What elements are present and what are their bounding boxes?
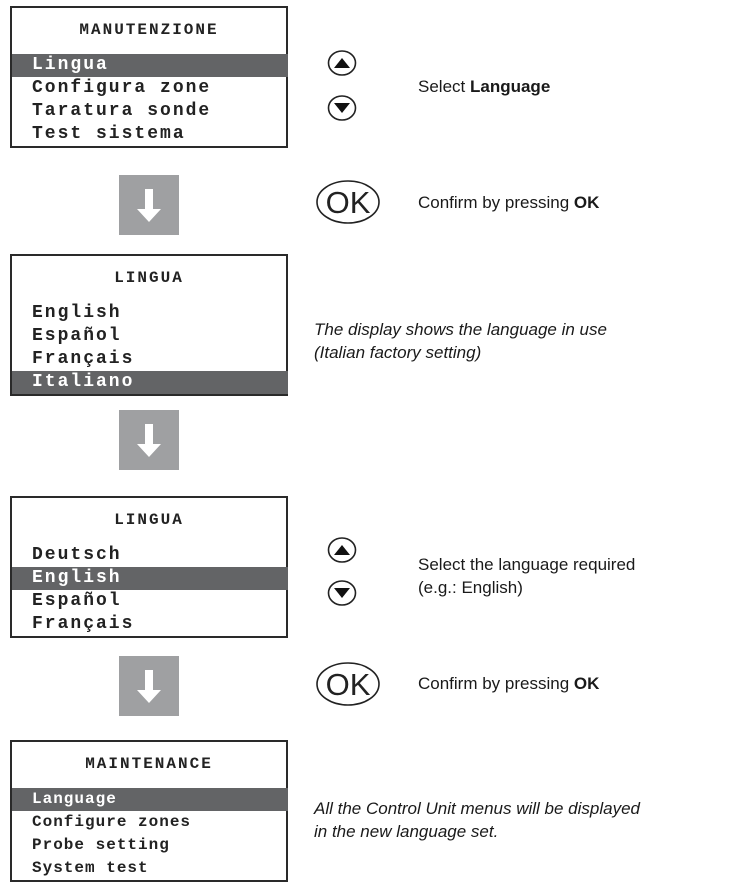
screen-title: LINGUA — [114, 511, 184, 529]
display-screen-lingua-2: LINGUA Deutsch English Español Français — [10, 496, 288, 638]
menu-item-language[interactable]: Language — [12, 788, 288, 811]
menu-item-espanol[interactable]: Español — [32, 326, 122, 346]
menu-item-lingua[interactable]: Lingua — [12, 54, 288, 77]
instruction-confirm-ok-1: Confirm by pressing OK — [418, 193, 600, 212]
screen-title: LINGUA — [114, 269, 184, 287]
screen-title: MAINTENANCE — [85, 755, 213, 773]
down-arrow-icon — [119, 410, 179, 470]
menu-item-english[interactable]: English — [32, 303, 122, 323]
screen-title: MANUTENZIONE — [79, 21, 219, 39]
menu-item-italiano[interactable]: Italiano — [12, 371, 288, 394]
display-screen-lingua-1: LINGUA English Español Français Italiano — [10, 254, 288, 396]
ok-button-label: OK — [326, 667, 371, 702]
menu-item-configure-zones[interactable]: Configure zones — [32, 813, 192, 831]
menu-item-deutsch[interactable]: Deutsch — [32, 545, 122, 565]
note-language-in-use: The display shows the language in use (I… — [314, 320, 607, 362]
down-arrow-button-icon[interactable] — [327, 578, 357, 608]
menu-item-francais[interactable]: Français — [32, 614, 135, 634]
menu-item-system-test[interactable]: System test — [32, 859, 149, 877]
up-arrow-button-icon[interactable] — [327, 48, 357, 78]
instruction-select-required-language: Select the language required (e.g.: Engl… — [418, 555, 636, 597]
menu-item-probe-setting[interactable]: Probe setting — [32, 836, 170, 854]
up-arrow-button-icon[interactable] — [327, 535, 357, 565]
menu-item-taratura-sonde[interactable]: Taratura sonde — [32, 101, 212, 121]
instruction-confirm-ok-2: Confirm by pressing OK — [418, 674, 600, 693]
menu-item-espanol[interactable]: Español — [32, 591, 122, 611]
down-arrow-icon — [119, 656, 179, 716]
menu-item-test-sistema[interactable]: Test sistema — [32, 124, 186, 144]
display-screen-maintenance: MAINTENANCE Language Configure zones Pro… — [10, 740, 288, 882]
instruction-select-language: Select Language — [418, 77, 551, 96]
ok-button-label: OK — [326, 185, 371, 220]
ok-button-icon[interactable]: OK — [314, 178, 384, 228]
menu-item-francais[interactable]: Français — [32, 349, 135, 369]
menu-item-english[interactable]: English — [12, 567, 288, 590]
ok-button-icon[interactable]: OK — [314, 660, 384, 710]
down-arrow-icon — [119, 175, 179, 235]
note-new-language-set: All the Control Unit menus will be displ… — [314, 799, 640, 841]
menu-item-configura-zone[interactable]: Configura zone — [32, 78, 212, 98]
display-screen-manutenzione: MANUTENZIONE Lingua Configura zone Tarat… — [10, 6, 288, 148]
down-arrow-button-icon[interactable] — [327, 93, 357, 123]
